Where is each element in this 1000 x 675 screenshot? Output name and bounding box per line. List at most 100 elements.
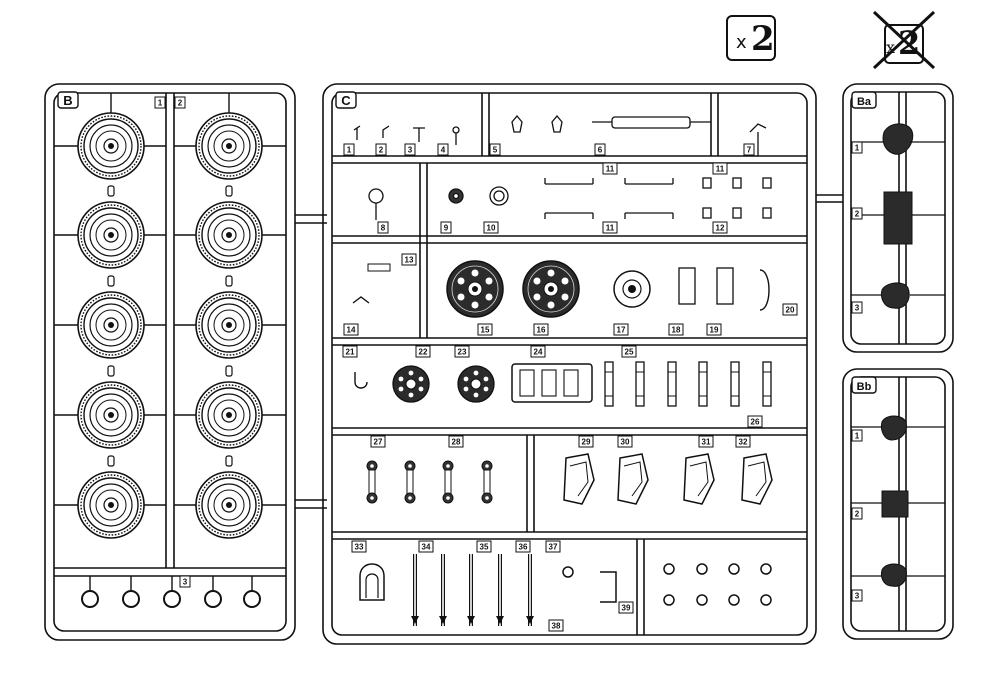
part-number-tag xyxy=(483,221,499,234)
cross-out-icon xyxy=(872,10,936,70)
part-number-label: 18 xyxy=(672,326,681,335)
part-number-label: 13 xyxy=(405,256,414,265)
tire-part xyxy=(77,112,145,180)
part-number-label: 37 xyxy=(549,543,558,552)
part-number-label: 31 xyxy=(702,438,711,447)
part-number-label: 2 xyxy=(855,210,860,219)
part-number-tag xyxy=(712,221,728,234)
part-number-tag xyxy=(602,162,618,175)
part-number-label: 8 xyxy=(381,224,386,233)
part-number-tag xyxy=(375,143,387,156)
part-number-tag xyxy=(476,540,492,553)
part-number-label: 3 xyxy=(855,304,860,313)
part-number-label: 21 xyxy=(346,348,355,357)
sprue-b-label: B xyxy=(63,93,72,108)
part-number-label: 2 xyxy=(855,510,860,519)
tire-part xyxy=(77,381,145,449)
part-number-label: 33 xyxy=(355,543,364,552)
sprue-c-frame xyxy=(322,83,843,645)
part-number-label: 17 xyxy=(617,326,626,335)
part-number-tag xyxy=(437,143,449,156)
part-number-label: 24 xyxy=(534,348,543,357)
part-number-tag xyxy=(174,96,186,109)
part-number-label: 1 xyxy=(855,432,860,441)
part-number-tag xyxy=(594,143,606,156)
part-number-label: 11 xyxy=(716,165,725,174)
part-number-tag xyxy=(454,345,470,358)
part-number-tag xyxy=(851,429,863,442)
sprue-ba-label: Ba xyxy=(857,96,872,108)
row1-parts xyxy=(353,114,767,156)
tire-part xyxy=(195,291,263,359)
row3-hubs xyxy=(352,260,770,318)
part-number-label: 1 xyxy=(347,146,352,155)
part-number-label: 11 xyxy=(606,224,615,233)
part-number-tag xyxy=(735,435,751,448)
part-number-label: 4 xyxy=(441,146,446,155)
part-number-label: 5 xyxy=(493,146,498,155)
part-number-label: 9 xyxy=(444,224,449,233)
part-number-label: 3 xyxy=(183,578,188,587)
part-number-label: 7 xyxy=(747,146,752,155)
part-number-label: 34 xyxy=(422,543,431,552)
part-number-tag xyxy=(342,345,358,358)
part-number-tag xyxy=(617,435,633,448)
part-number-label: 1 xyxy=(158,99,163,108)
part-number-tag xyxy=(154,96,166,109)
part-number-label: 10 xyxy=(487,224,496,233)
part-number-tag xyxy=(545,540,561,553)
part-number-label: 27 xyxy=(374,438,383,447)
tire-part xyxy=(195,471,263,539)
part-number-label: 22 xyxy=(419,348,428,357)
part-number-label: 36 xyxy=(519,543,528,552)
part-number-label: 26 xyxy=(751,418,760,427)
part-number-tag xyxy=(712,162,728,175)
sprue-bb-label: Bb xyxy=(857,381,872,393)
part-number-tag xyxy=(602,221,618,234)
part-number-tag xyxy=(533,323,549,336)
part-number-tag xyxy=(621,345,637,358)
part-number-tag xyxy=(404,143,416,156)
ba-parts xyxy=(851,123,945,309)
tire-part xyxy=(77,201,145,269)
part-number-label: 32 xyxy=(739,438,748,447)
tire-part xyxy=(77,471,145,539)
part-number-label: 20 xyxy=(786,306,795,315)
bb-parts xyxy=(851,415,945,587)
part-number-tag xyxy=(618,601,634,614)
part-number-label: 2 xyxy=(178,99,183,108)
tire-part xyxy=(195,381,263,449)
part-number-label: 23 xyxy=(458,348,467,357)
part-number-label: 16 xyxy=(537,326,546,335)
part-number-tag xyxy=(415,345,431,358)
sprue-b-tires xyxy=(77,112,263,539)
part-number-tag xyxy=(515,540,531,553)
part-number-tag xyxy=(613,323,629,336)
part-number-tag xyxy=(782,303,798,316)
part-number-tag xyxy=(851,141,863,154)
quantity-multiplier-sign: x xyxy=(736,32,747,53)
part-number-label: 2 xyxy=(379,146,384,155)
part-number-label: 29 xyxy=(582,438,591,447)
part-number-tag xyxy=(548,619,564,632)
part-number-tag xyxy=(343,143,355,156)
part-number-tag xyxy=(440,221,452,234)
part-number-tag xyxy=(448,435,464,448)
quantity-multiplier-value: 2 xyxy=(751,19,775,59)
part-number-tag xyxy=(698,435,714,448)
part-number-tag xyxy=(489,143,501,156)
sprue-b-rings xyxy=(81,576,261,608)
part-number-label: 19 xyxy=(710,326,719,335)
part-number-tag xyxy=(530,345,546,358)
part-number-tag xyxy=(851,589,863,602)
part-number-tag xyxy=(377,221,389,234)
part-number-tag xyxy=(851,507,863,520)
tire-part xyxy=(77,291,145,359)
part-number-label: 11 xyxy=(606,165,615,174)
part-number-label: 25 xyxy=(625,348,634,357)
part-number-tag xyxy=(418,540,434,553)
part-number-tag xyxy=(477,323,493,336)
part-number-label: 1 xyxy=(855,144,860,153)
part-number-label: 38 xyxy=(552,622,561,631)
